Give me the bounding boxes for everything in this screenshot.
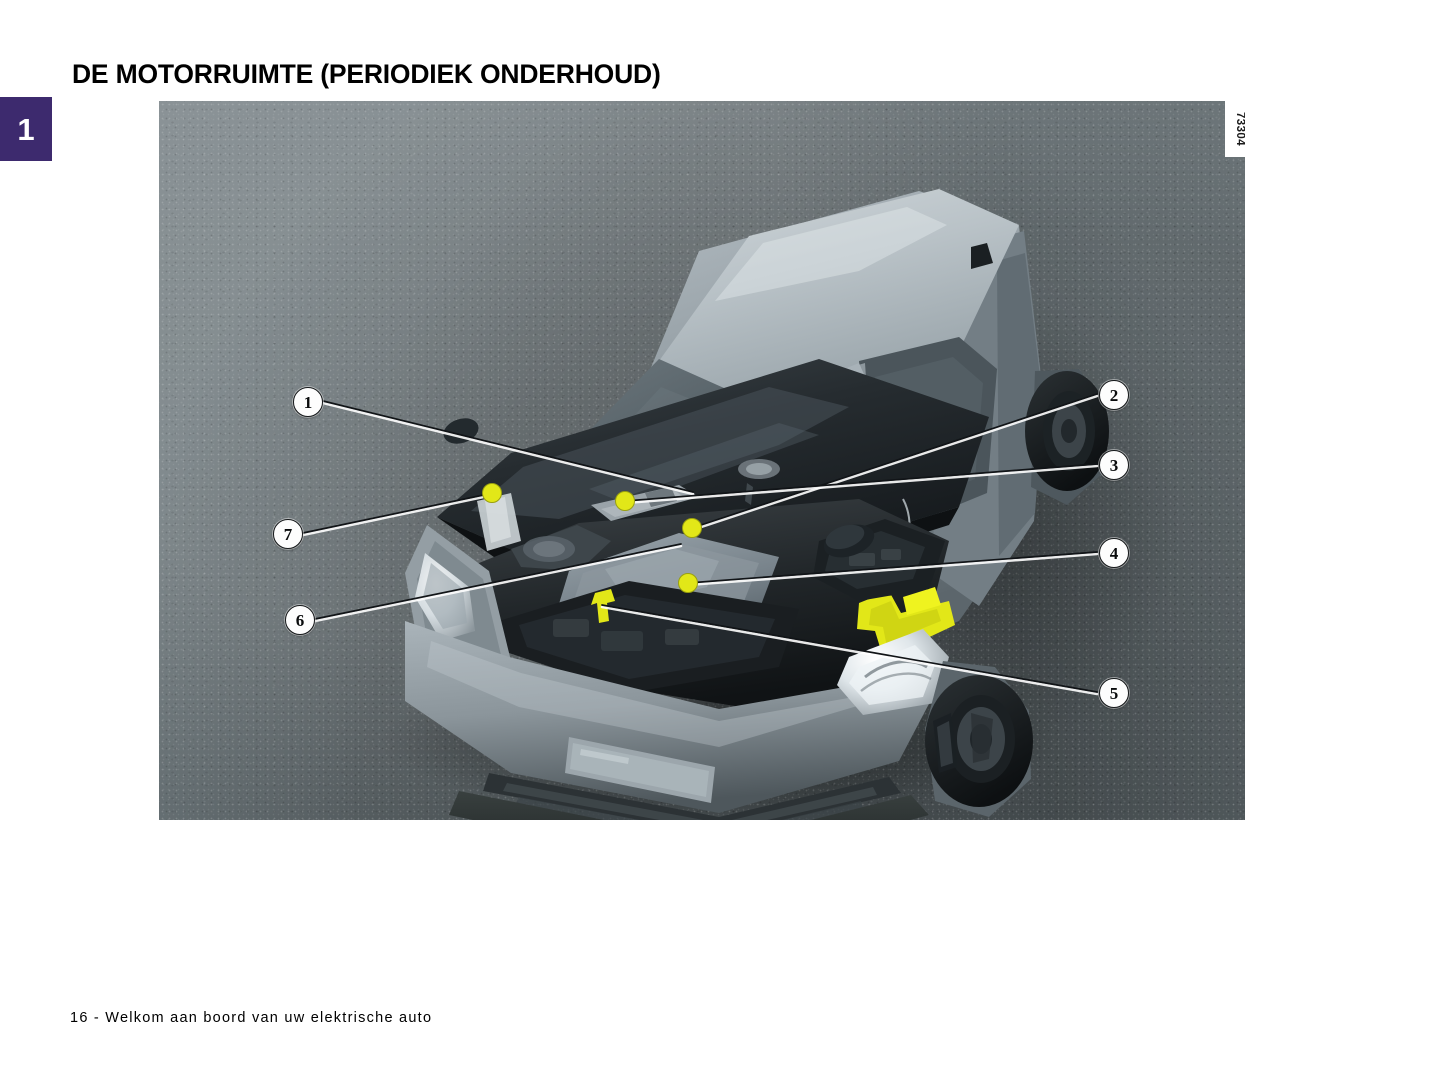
engine-bay-figure: 73304 1 2 3 4 5 6 7: [159, 101, 1245, 820]
callout-number: 3: [1109, 455, 1119, 475]
page-footer: 16 - Welkom aan boord van uw elektrische…: [70, 1010, 433, 1026]
chapter-number: 1: [17, 111, 35, 147]
chapter-tab: 1: [0, 97, 52, 161]
callout-4[interactable]: 4: [1099, 538, 1129, 568]
callout-number: 5: [1109, 683, 1119, 703]
figure-reference-code: 73304: [1225, 101, 1245, 157]
callout-6[interactable]: 6: [285, 605, 315, 635]
car-illustration: [301, 189, 1179, 820]
callout-2[interactable]: 2: [1099, 380, 1129, 410]
callout-number: 1: [303, 392, 313, 412]
callout-number: 2: [1109, 385, 1119, 405]
callout-number: 7: [283, 524, 293, 544]
callout-1[interactable]: 1: [293, 387, 323, 417]
callout-number: 6: [295, 610, 305, 630]
callout-5[interactable]: 5: [1099, 678, 1129, 708]
callout-number: 4: [1109, 543, 1119, 563]
callout-3[interactable]: 3: [1099, 450, 1129, 480]
page-title: DE MOTORRUIMTE (PERIODIEK ONDERHOUD): [72, 58, 661, 89]
callout-7[interactable]: 7: [273, 519, 303, 549]
